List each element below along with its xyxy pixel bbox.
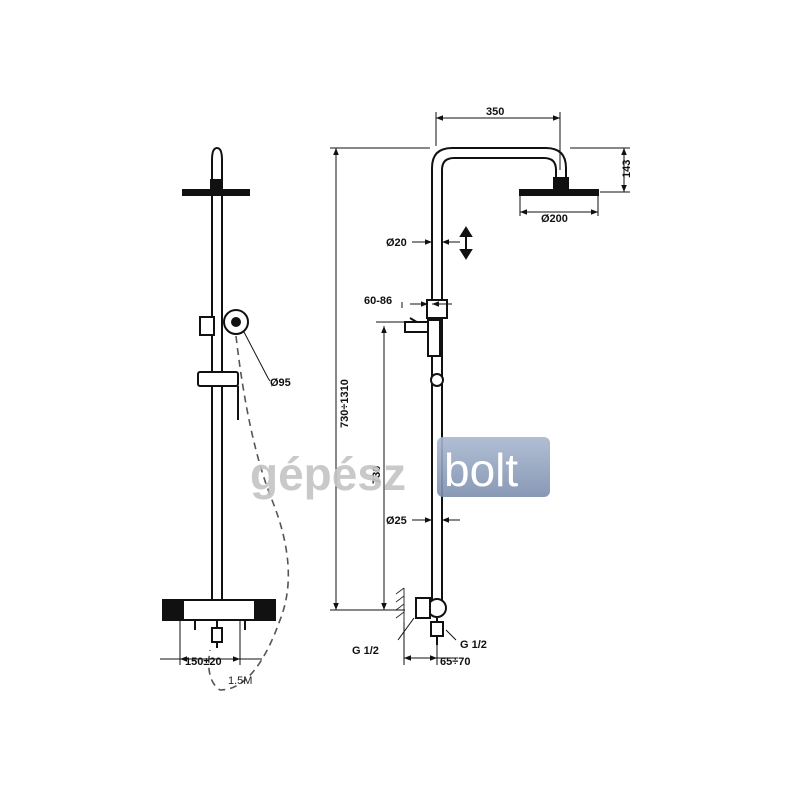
connection-spacing-dim — [160, 620, 262, 665]
slide-bracket — [197, 371, 239, 387]
head-diameter-label: Ø200 — [541, 213, 568, 225]
total-height-label: 730÷1310 — [339, 379, 351, 428]
pipe-upper-label: Ø20 — [386, 237, 407, 249]
shower-arm — [431, 147, 567, 600]
adjust-slider — [426, 299, 448, 319]
shower-head-neck — [210, 179, 222, 191]
inlet-left-label: G 1/2 — [352, 645, 379, 657]
wall-offset-dim — [403, 622, 458, 665]
svg-text:gépész: gépész — [250, 448, 406, 500]
adjust-range-label: 60-86 — [364, 295, 392, 307]
side-view — [162, 146, 276, 648]
hand-shower-diameter-label: Ø95 — [270, 377, 291, 389]
head-diameter-dim — [519, 196, 599, 216]
head-height-label: 143 — [621, 160, 633, 178]
total-height-dim — [330, 147, 430, 611]
svg-text:bolt: bolt — [444, 444, 518, 496]
arm-width-label: 350 — [486, 106, 504, 118]
head-height-dim — [570, 147, 630, 193]
wall-hatch — [395, 587, 405, 622]
hand-shower-holder — [199, 316, 215, 336]
arm-width-dim — [435, 112, 561, 170]
inlet-left-leader — [397, 617, 415, 641]
lower-height-dim — [376, 321, 404, 610]
hose-dashed — [207, 335, 290, 691]
adjust-arrow-icon — [459, 226, 473, 260]
pipe-lower-label: Ø25 — [386, 515, 407, 527]
d95-leader — [243, 331, 269, 379]
connection-spacing-label: 150±20 — [185, 656, 222, 668]
wall-offset-label: 65÷70 — [440, 656, 471, 668]
front-view — [404, 147, 599, 645]
lower-height-label: 730 — [371, 466, 383, 484]
hose-length-label: 1.5M — [228, 675, 252, 687]
riser-joint — [430, 373, 444, 387]
inlet-right-leader — [445, 629, 457, 641]
riser-top-curve — [211, 146, 223, 190]
watermark-logo: gépész bolt — [250, 437, 550, 500]
inlet-right-label: G 1/2 — [460, 639, 487, 651]
adjust-range-dim — [401, 301, 452, 308]
